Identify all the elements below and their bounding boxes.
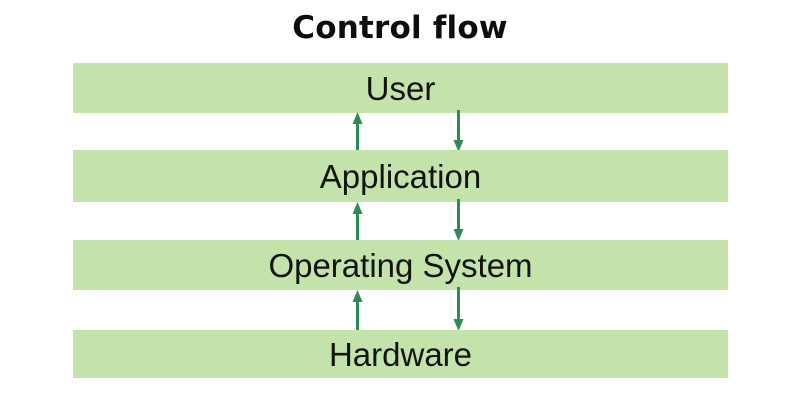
layer-bar-hardware	[73, 330, 728, 378]
up-arrow-icon	[352, 112, 363, 154]
connector-application-operating-system	[352, 199, 464, 243]
up-arrow-icon	[352, 202, 363, 243]
layer-application[interactable]: Application	[73, 150, 728, 202]
down-arrow-icon	[453, 110, 464, 152]
connector-operating-system-hardware	[352, 287, 464, 333]
layer-label-user: User	[365, 69, 436, 107]
connector-user-application	[352, 110, 464, 154]
layer-label-operating-system: Operating System	[268, 246, 533, 284]
down-arrow-icon	[453, 199, 464, 241]
layer-bar-application	[73, 150, 728, 202]
layer-label-hardware: Hardware	[328, 335, 473, 373]
layer-label-application: Application	[319, 157, 482, 195]
down-arrow-icon	[453, 287, 464, 331]
layer-user[interactable]: User	[73, 63, 728, 113]
page-title: Control flow	[292, 10, 508, 46]
layer-hardware[interactable]: Hardware	[73, 330, 728, 378]
layer-operating-system[interactable]: Operating System	[73, 240, 728, 290]
up-arrow-icon	[352, 290, 363, 333]
layer-bar-operating-system	[73, 240, 728, 290]
layer-bar-user	[73, 63, 728, 113]
